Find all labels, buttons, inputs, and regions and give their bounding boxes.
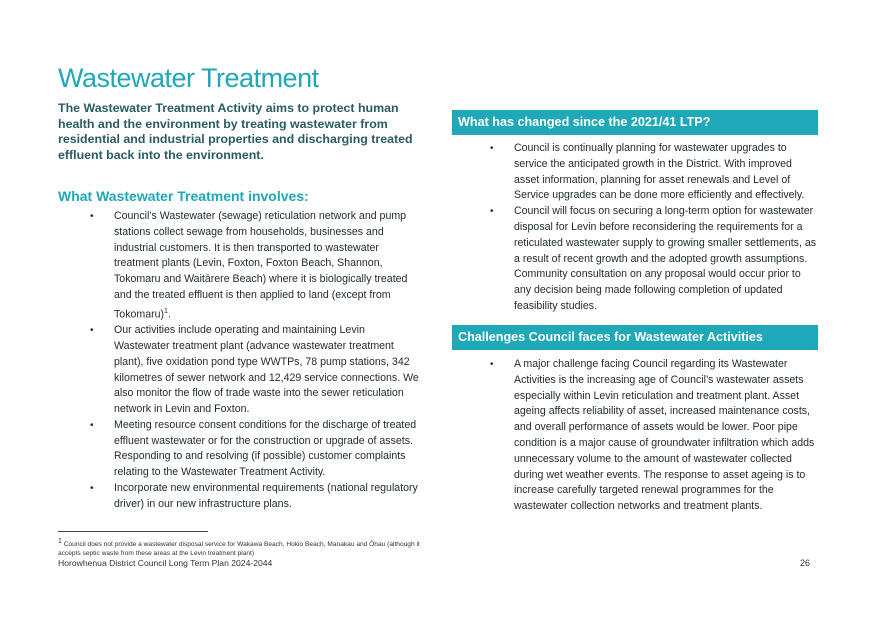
list-item-text: Incorporate new environmental requiremen…	[114, 482, 418, 510]
bullet-icon: •	[490, 206, 494, 218]
intro-paragraph: The Wastewater Treatment Activity aims t…	[58, 101, 413, 162]
challenges-list: • A major challenge facing Council regar…	[458, 357, 820, 515]
involves-list: • Council’s Wastewater (sewage) reticula…	[58, 209, 420, 513]
list-item: • Council’s Wastewater (sewage) reticula…	[58, 209, 420, 323]
list-item-text: A major challenge facing Council regardi…	[514, 358, 815, 513]
page-title: Wastewater Treatment	[58, 63, 319, 93]
footnote-divider	[58, 531, 208, 532]
list-item-text: Council is continually planning for wast…	[514, 142, 805, 202]
involves-heading: What Wastewater Treatment involves:	[58, 188, 309, 204]
bullet-icon: •	[90, 419, 94, 431]
footnote: 1 Council does not provide a wastewater …	[58, 537, 438, 558]
page-number: 26	[800, 558, 811, 568]
list-item-text: Our activities include operating and mai…	[114, 324, 419, 416]
list-item-text: Meeting resource consent conditions for …	[114, 418, 417, 479]
list-item: • Council is continually planning for wa…	[458, 141, 820, 204]
list-item: • A major challenge facing Council regar…	[458, 357, 820, 515]
list-item: • Our activities include operating and m…	[58, 323, 420, 418]
list-item: • Incorporate new environmental requirem…	[58, 481, 420, 513]
list-item: • Meeting resource consent conditions fo…	[58, 418, 420, 481]
list-item-text: Council’s Wastewater (sewage) reticulati…	[114, 210, 408, 321]
challenges-heading-banner: Challenges Council faces for Wastewater …	[452, 325, 818, 350]
list-item-tail: .	[167, 308, 171, 321]
bullet-icon: •	[90, 483, 94, 495]
bullet-icon: •	[490, 143, 494, 154]
footnote-marker: 1	[58, 538, 62, 545]
bullet-icon: •	[90, 211, 94, 222]
footer-document-title: Horowhenua District Council Long Term Pl…	[58, 558, 273, 568]
list-item: • Council will focus on securing a long-…	[458, 204, 820, 315]
bullet-icon: •	[490, 359, 494, 370]
list-item-text: Council will focus on securing a long-te…	[514, 205, 817, 312]
footnote-ref[interactable]: 1	[164, 307, 168, 315]
changed-heading-banner: What has changed since the 2021/41 LTP?	[452, 110, 818, 135]
changed-list: • Council is continually planning for wa…	[458, 141, 820, 315]
footnote-text: Council does not provide a wastewater di…	[58, 541, 420, 558]
bullet-icon: •	[90, 325, 94, 337]
